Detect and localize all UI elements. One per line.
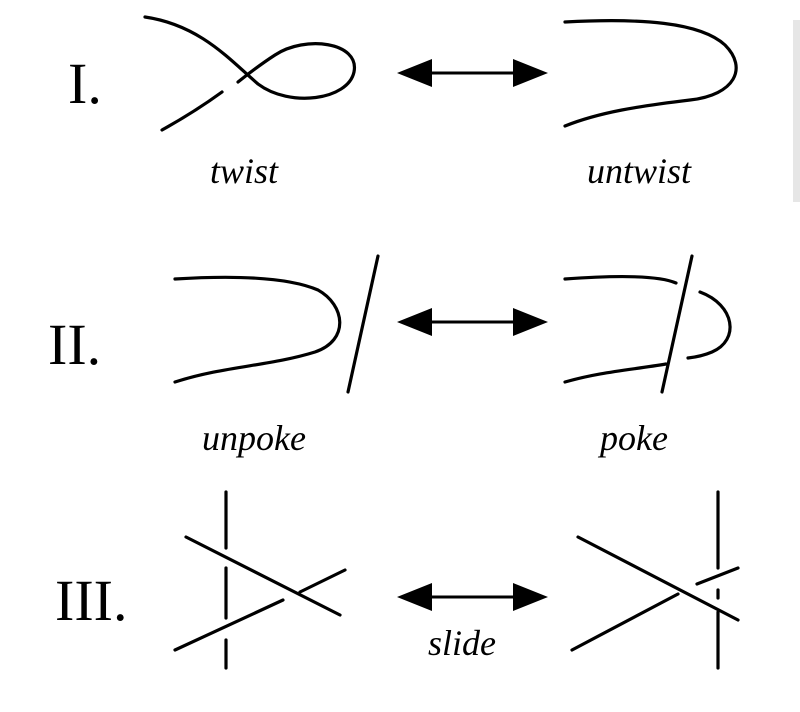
caption-untwist: untwist <box>587 151 692 191</box>
double-arrow-1 <box>397 59 548 87</box>
double-arrow-3 <box>397 583 548 611</box>
caption-unpoke: unpoke <box>202 418 306 458</box>
move-numeral-1: I. <box>68 51 102 116</box>
move-numeral-3: III. <box>55 568 127 633</box>
caption-twist: twist <box>210 151 279 191</box>
move-row-1: I. twist untwist <box>68 15 738 191</box>
move-row-2: II. unpoke poke <box>48 254 732 458</box>
move-numeral-2: II. <box>48 312 101 377</box>
move-row-3: III. slide <box>55 490 740 670</box>
slide-left-figure <box>173 490 347 670</box>
edge-strip <box>793 20 800 202</box>
twist-figure <box>143 15 356 132</box>
caption-slide: slide <box>428 623 496 663</box>
poke-figure <box>563 254 732 394</box>
caption-poke: poke <box>597 418 668 458</box>
unpoke-figure <box>173 254 380 394</box>
untwist-figure <box>563 19 738 128</box>
slide-right-figure <box>570 490 740 670</box>
double-arrow-2 <box>397 308 548 336</box>
